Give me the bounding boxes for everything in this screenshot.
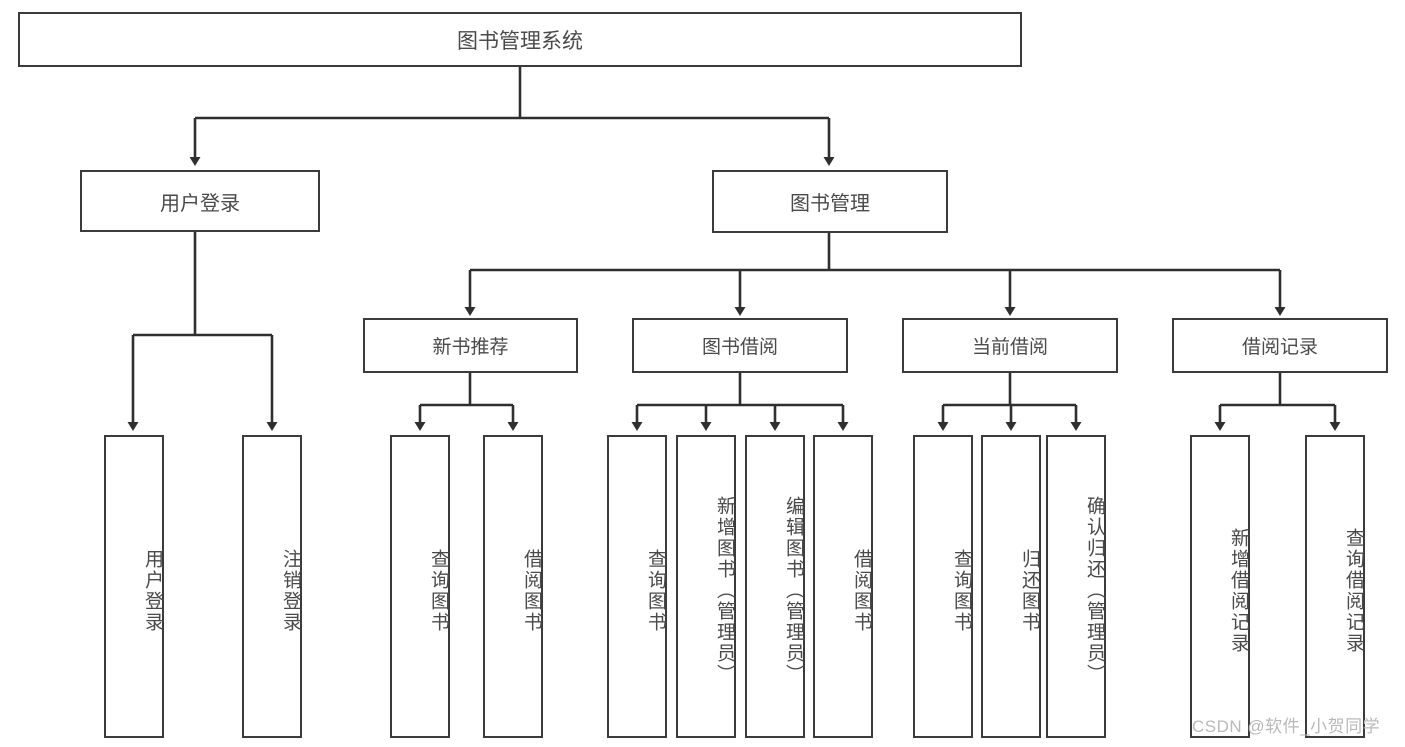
node-label: 借阅图书 <box>521 548 542 633</box>
node-label: 编辑图书（管理员） <box>783 496 804 685</box>
node-label: 图书借阅 <box>701 337 778 358</box>
leaf-current-borrow-1[interactable]: 查询图书 <box>913 435 973 738</box>
node-label: 图书管理 <box>790 193 870 215</box>
leaf-book-borrow-4[interactable]: 借阅图书 <box>813 435 873 738</box>
leaf-current-borrow-3[interactable]: 确认归还（管理员） <box>1046 435 1106 738</box>
leaf-user-login-1[interactable]: 用户登录 <box>104 435 164 738</box>
node-label: 查询图书 <box>951 548 972 633</box>
leaf-new-book-1[interactable]: 查询图书 <box>390 435 450 738</box>
node-label: 用户登录 <box>142 548 163 633</box>
node-book-borrow[interactable]: 图书借阅 <box>632 318 848 373</box>
node-root-system[interactable]: 图书管理系统 <box>18 12 1022 67</box>
node-label: 注销登录 <box>280 548 301 633</box>
leaf-book-borrow-2[interactable]: 新增图书（管理员） <box>676 435 736 738</box>
node-user-login[interactable]: 用户登录 <box>80 170 320 232</box>
node-label: 确认归还（管理员） <box>1084 496 1105 685</box>
node-book-manage[interactable]: 图书管理 <box>712 170 948 233</box>
leaf-book-borrow-3[interactable]: 编辑图书（管理员） <box>745 435 805 738</box>
node-label: 新书推荐 <box>432 337 509 358</box>
leaf-borrow-record-1[interactable]: 新增借阅记录 <box>1190 435 1250 738</box>
leaf-new-book-2[interactable]: 借阅图书 <box>483 435 543 738</box>
node-label: 查询图书 <box>428 548 449 633</box>
node-current-borrow[interactable]: 当前借阅 <box>902 318 1118 373</box>
node-label: 新增图书（管理员） <box>714 496 735 685</box>
node-label: 查询图书 <box>645 548 666 633</box>
leaf-user-login-2[interactable]: 注销登录 <box>242 435 302 738</box>
node-label: 用户登录 <box>160 192 240 215</box>
node-label: 当前借阅 <box>971 337 1048 358</box>
node-label: 新增借阅记录 <box>1228 527 1249 654</box>
leaf-book-borrow-1[interactable]: 查询图书 <box>607 435 667 738</box>
leaf-borrow-record-2[interactable]: 查询借阅记录 <box>1305 435 1365 738</box>
node-new-book-recommend[interactable]: 新书推荐 <box>363 318 578 373</box>
node-label: 借阅记录 <box>1241 337 1318 358</box>
leaf-current-borrow-2[interactable]: 归还图书 <box>981 435 1041 738</box>
node-label: 图书管理系统 <box>457 29 583 53</box>
node-borrow-record[interactable]: 借阅记录 <box>1172 318 1388 373</box>
csdn-watermark: CSDN @软件_小贺同学 <box>1192 717 1381 736</box>
node-label: 查询借阅记录 <box>1343 527 1364 654</box>
node-label: 归还图书 <box>1019 548 1040 633</box>
node-label: 借阅图书 <box>851 548 872 633</box>
